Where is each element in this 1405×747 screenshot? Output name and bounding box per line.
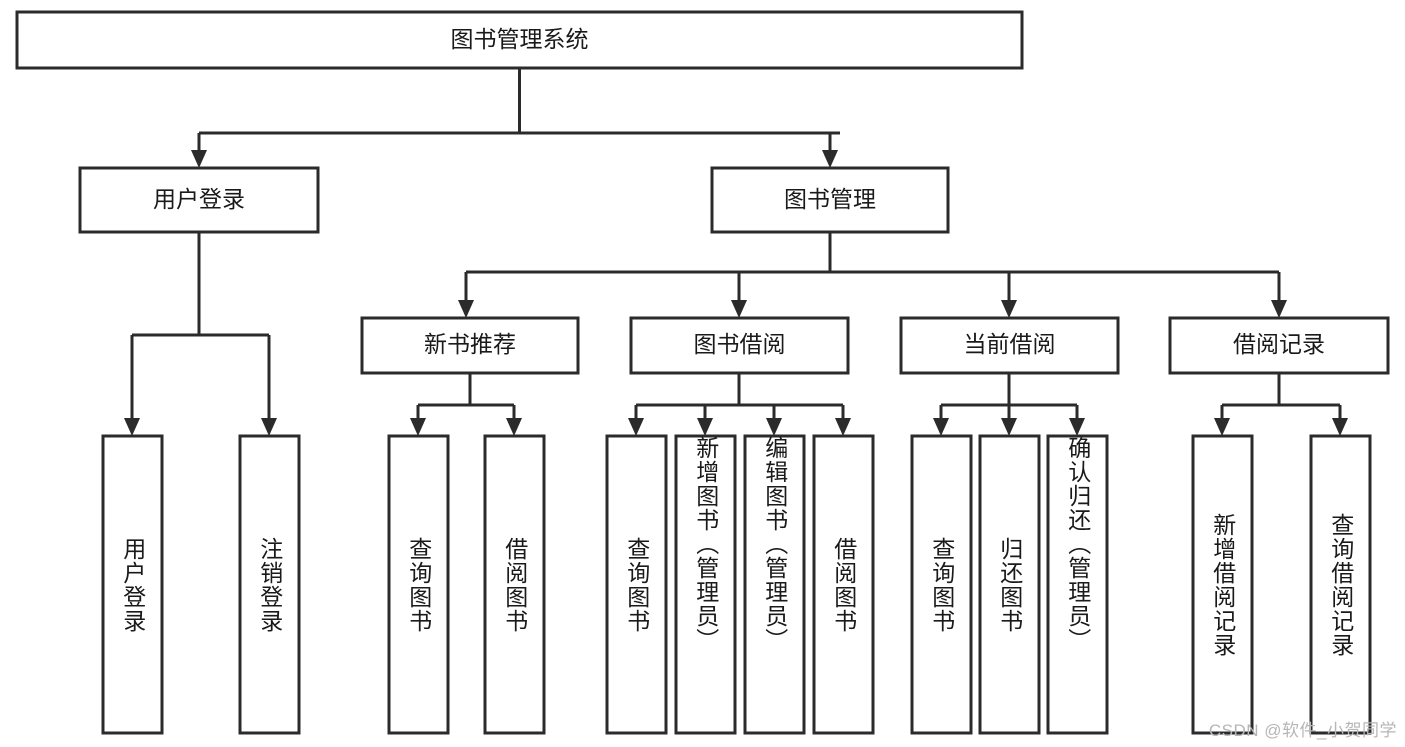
node-borrow-record-label: 借阅记录 xyxy=(1233,331,1325,357)
node-user-login[interactable]: 用户登录 xyxy=(78,166,320,234)
leaf-box-record-add[interactable] xyxy=(1191,434,1254,735)
leaf-box-currentborrow-return[interactable] xyxy=(978,434,1041,735)
node-current-borrow[interactable]: 当前借阅 xyxy=(899,316,1120,375)
csdn-watermark: CSDN @软件_小贺同学 xyxy=(1208,721,1397,740)
connector-userlogin-to-leaves xyxy=(124,232,277,436)
leaf-box-bookborrow-add[interactable] xyxy=(674,434,737,735)
connector-bookborrow-to-leaves xyxy=(628,373,851,436)
node-book-management-label: 图书管理 xyxy=(784,186,876,212)
leaf-box-bookborrow-query[interactable] xyxy=(605,434,668,735)
connector-newbook-to-leaves xyxy=(410,373,522,436)
connector-borrowrecord-to-leaves xyxy=(1214,373,1348,436)
node-borrow-record[interactable]: 借阅记录 xyxy=(1168,316,1390,375)
node-user-login-label: 用户登录 xyxy=(153,186,245,212)
leaf-box-currentborrow-query[interactable] xyxy=(910,434,973,735)
leaf-box-newbook-borrow[interactable] xyxy=(483,434,546,735)
node-root-label: 图书管理系统 xyxy=(451,26,589,52)
leaf-box-record-query[interactable] xyxy=(1309,434,1372,735)
node-new-book-recommend-label: 新书推荐 xyxy=(424,331,516,357)
connector-root-to-level2 xyxy=(191,68,840,168)
leaf-box-bookborrow-edit[interactable] xyxy=(743,434,806,735)
node-new-book-recommend[interactable]: 新书推荐 xyxy=(360,316,580,375)
leaf-box-bookborrow-borrow[interactable] xyxy=(812,434,875,735)
leaf-box-user-login-logout[interactable] xyxy=(238,434,301,735)
node-book-management[interactable]: 图书管理 xyxy=(710,166,950,234)
leaf-box-user-login-login[interactable] xyxy=(101,434,164,735)
node-book-borrow-label: 图书借阅 xyxy=(694,331,786,357)
node-root-system[interactable]: 图书管理系统 xyxy=(15,10,1024,70)
leaf-box-newbook-query[interactable] xyxy=(387,434,450,735)
connector-currentborrow-to-leaves xyxy=(933,373,1085,436)
node-book-borrow[interactable]: 图书借阅 xyxy=(629,316,850,375)
leaf-box-currentborrow-confirm[interactable] xyxy=(1046,434,1109,735)
connector-bookmgmt-to-level3 xyxy=(458,232,1287,318)
node-current-borrow-label: 当前借阅 xyxy=(964,331,1056,357)
